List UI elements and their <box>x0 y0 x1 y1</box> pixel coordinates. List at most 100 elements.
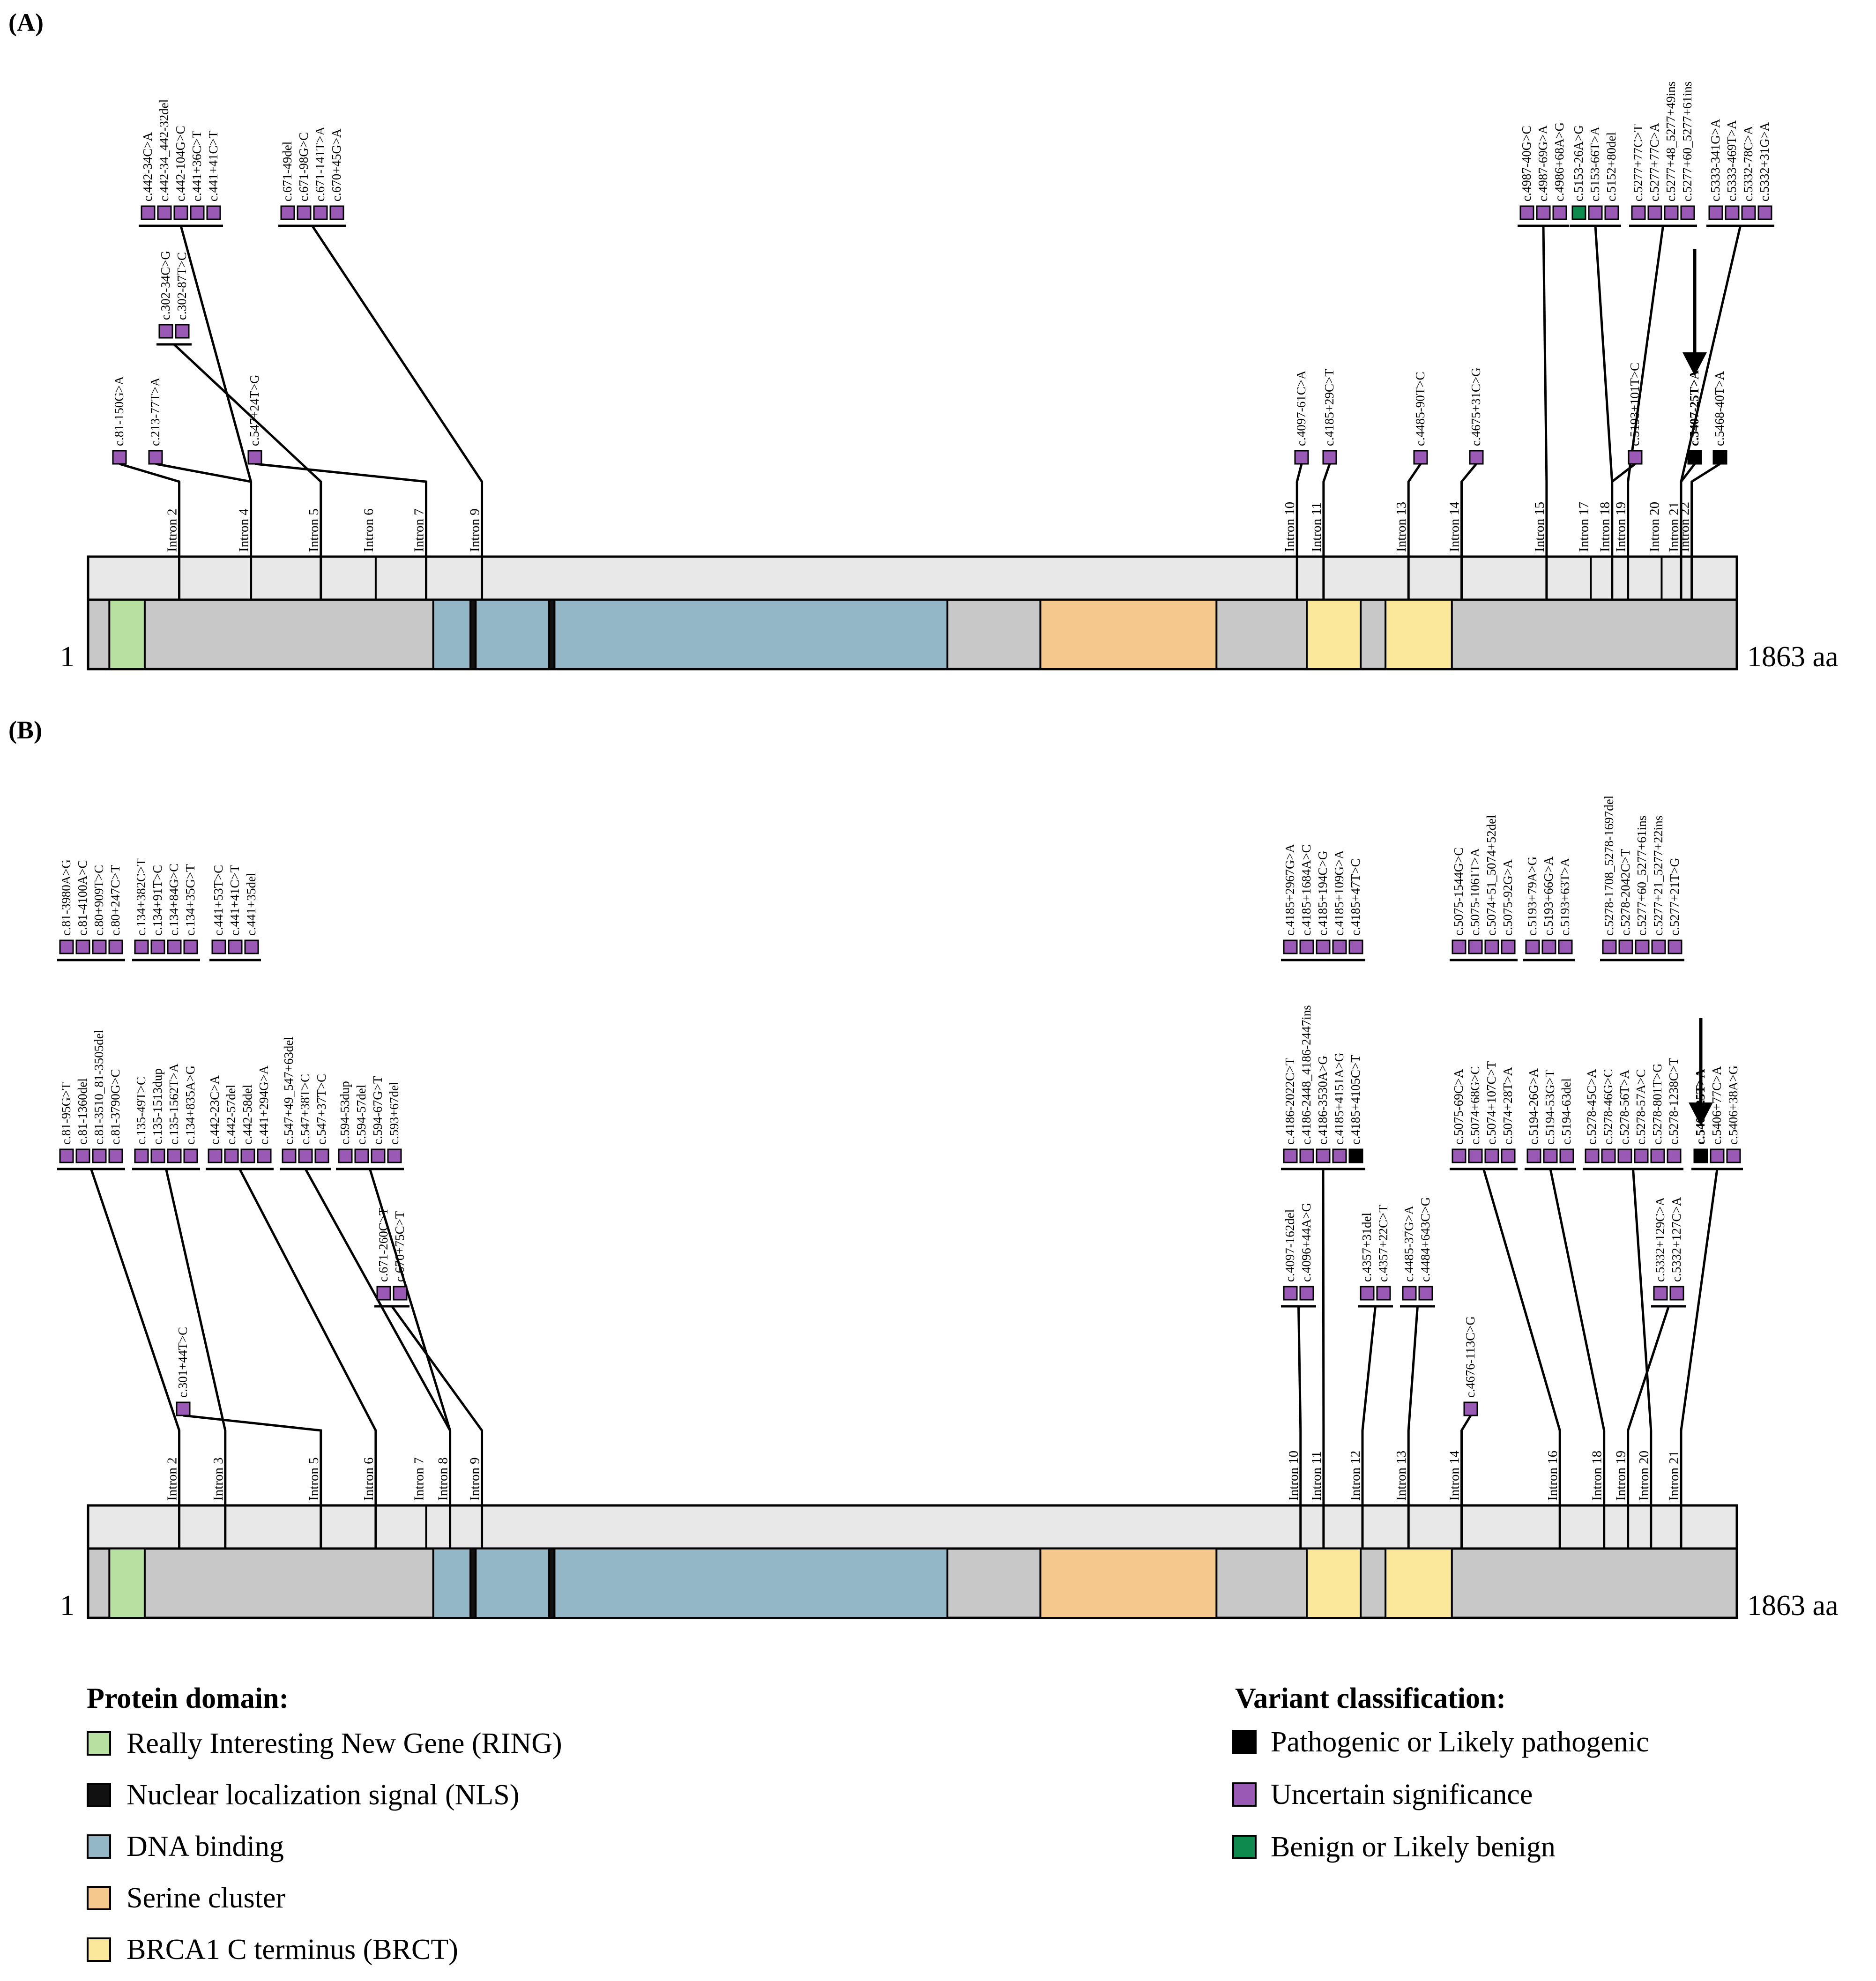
intron-label: Intron 8 <box>436 1457 451 1501</box>
variant-label: c.213-77T>A <box>148 377 162 446</box>
intron-label: Intron 13 <box>1394 502 1409 552</box>
variant-marker-uncertain <box>371 1148 386 1163</box>
variant-label: c.441+53T>C <box>211 865 225 936</box>
variant-marker-uncertain <box>1726 1148 1741 1163</box>
variant-marker-uncertain <box>1558 939 1573 954</box>
domain-dna-binding <box>553 1548 949 1619</box>
variant-label: c.5277+21_5277+22ins <box>1651 816 1665 936</box>
variant-marker-uncertain <box>1710 1148 1725 1163</box>
variant-marker-uncertain <box>1501 939 1516 954</box>
pointer-arrow-head <box>1689 1102 1713 1126</box>
variant-marker-uncertain <box>1484 1148 1499 1163</box>
variant-label: c.4185+1684A>C <box>1299 844 1313 936</box>
intron-track <box>87 1504 1738 1550</box>
variant-connector <box>155 462 253 600</box>
variant-label: c.5278-45C>A <box>1585 1069 1599 1145</box>
variant-connector <box>1361 1306 1377 1549</box>
variant-label: c.4485-90T>C <box>1413 372 1427 446</box>
variant-marker-uncertain <box>1322 450 1337 465</box>
variant-marker-uncertain <box>338 1148 353 1163</box>
intron-label: Intron 18 <box>1598 502 1613 552</box>
variant-label: c.5406+38A>G <box>1726 1065 1740 1145</box>
variant-connector <box>1297 1306 1302 1549</box>
intron-label: Intron 14 <box>1447 501 1462 552</box>
legend-variant-label: Pathogenic or Likely pathogenic <box>1271 1726 1649 1758</box>
variant-marker-uncertain <box>59 939 74 954</box>
domain-dna-binding <box>432 599 472 670</box>
variant-label: c.5075-1061T>A <box>1468 848 1482 936</box>
domain-dna-binding <box>553 599 949 670</box>
variant-connector <box>1482 1169 1561 1549</box>
legend-variant-label: Uncertain significance <box>1271 1779 1533 1810</box>
intron-label: Intron 10 <box>1286 1451 1301 1501</box>
variant-marker-uncertain <box>224 1148 239 1163</box>
domain-dna-binding <box>475 1548 551 1619</box>
variant-label: c.4185+194C>G <box>1316 851 1330 936</box>
variant-marker-uncertain <box>1634 1148 1649 1163</box>
variant-marker-uncertain <box>298 1148 313 1163</box>
variant-label: c.5194-26G>A <box>1526 1068 1541 1145</box>
variant-marker-pathogenic <box>1348 1148 1363 1163</box>
variant-label: c.4485-37G>A <box>1402 1206 1416 1282</box>
variant-label: c.5277+77C>T <box>1631 124 1645 201</box>
variant-label: c.5075-1544G>C <box>1452 848 1466 936</box>
variant-label: c.670+45G>A <box>329 128 343 201</box>
variant-label: c.5153-26A>G <box>1571 125 1586 201</box>
legend-domain-label: Serine cluster <box>127 1882 286 1914</box>
variant-label: c.5407-25T>A <box>1687 370 1701 446</box>
variant-label: c.81-95G>T <box>59 1082 73 1145</box>
variant-label: c.301+44T>C <box>176 1327 190 1398</box>
variant-marker-uncertain <box>150 939 165 954</box>
variant-connector <box>90 1169 181 1549</box>
variant-label: c.671-98G>C <box>297 132 311 201</box>
intron-label: Intron 11 <box>1309 1451 1324 1501</box>
variant-marker-uncertain <box>1725 205 1740 220</box>
variant-marker-uncertain <box>1283 1286 1298 1301</box>
legend-variant-swatch <box>1232 1835 1257 1859</box>
variant-label: c.81-3510_81-3505del <box>92 1030 106 1145</box>
variant-label: c.594-67G>T <box>371 1076 385 1145</box>
domain-brct <box>1306 599 1362 670</box>
variant-marker-uncertain <box>141 205 156 220</box>
variant-marker-uncertain <box>1647 205 1662 220</box>
variant-marker-uncertain <box>206 205 221 220</box>
variant-marker-uncertain <box>1585 1148 1600 1163</box>
domain-ring <box>108 599 146 670</box>
variant-connector <box>369 1169 452 1549</box>
variant-marker-uncertain <box>1316 939 1331 954</box>
variant-label: c.4484+643C>G <box>1418 1197 1432 1282</box>
intron-label: Intron 18 <box>1590 1451 1605 1501</box>
variant-marker-uncertain <box>1484 939 1499 954</box>
legend-domain-label: Really Interesting New Gene (RING) <box>127 1728 562 1759</box>
variant-label: c.5333-469T>A <box>1725 120 1739 201</box>
variant-label: c.5075-92G>A <box>1501 859 1515 936</box>
variant-marker-uncertain <box>314 1148 329 1163</box>
variant-connector <box>1295 463 1303 600</box>
variant-label: c.4186-2022C>T <box>1283 1058 1297 1145</box>
variant-label: c.442-34C>A <box>141 132 155 201</box>
variant-label: c.302-87T>C <box>175 252 189 320</box>
variant-label: c.4987-40G>C <box>1519 126 1534 201</box>
variant-label: c.594-57del <box>354 1085 368 1145</box>
variant-label: c.5194-63del <box>1559 1078 1573 1145</box>
variant-marker-uncertain <box>1650 1148 1665 1163</box>
variant-label: c.5278-46G>C <box>1601 1069 1615 1145</box>
intron-label: Intron 12 <box>1348 1451 1363 1501</box>
pointer-arrow-head <box>1682 352 1707 376</box>
variant-marker-uncertain <box>167 1148 182 1163</box>
variant-marker-uncertain <box>1559 1148 1574 1163</box>
variant-marker-uncertain <box>354 1148 369 1163</box>
variant-label: c.5332+129C>A <box>1653 1197 1667 1282</box>
variant-connector <box>119 462 181 600</box>
variant-marker-uncertain <box>1604 205 1619 220</box>
variant-label: c.4185+2967G>A <box>1283 843 1297 936</box>
variant-marker-pathogenic <box>1687 450 1702 465</box>
variant-label: c.81-1360del <box>75 1078 89 1145</box>
variant-label: c.594-53dup <box>338 1081 352 1145</box>
variant-marker-pathogenic <box>1712 450 1727 465</box>
variant-marker-uncertain <box>376 1286 391 1301</box>
variant-marker-uncertain <box>1332 939 1347 954</box>
variant-label: c.4357+31del <box>1360 1213 1374 1282</box>
variant-label: c.135-1562T>A <box>167 1063 181 1145</box>
variant-label: c.441+35del <box>244 873 258 936</box>
